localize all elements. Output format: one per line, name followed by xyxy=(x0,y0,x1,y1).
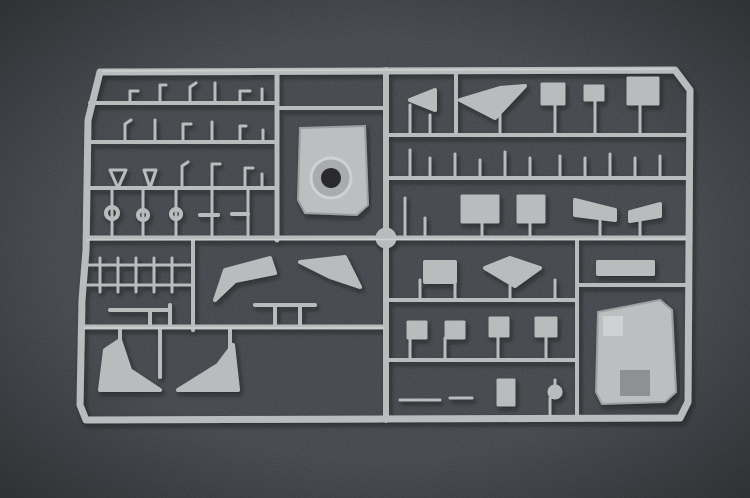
bracket-parts-center xyxy=(213,255,362,329)
bracket-parts-lower-left xyxy=(98,303,240,392)
plastic-highlights xyxy=(84,68,687,329)
housing-box-part xyxy=(594,298,678,406)
turret-ring-hole xyxy=(321,168,341,188)
small-parts-row1 xyxy=(108,81,265,190)
sprue-tree xyxy=(76,66,694,424)
linkage-parts-right xyxy=(408,84,662,288)
turret-plate-part xyxy=(296,124,370,217)
small-round-parts xyxy=(104,186,250,240)
sprue-frame-outer xyxy=(76,66,694,424)
box-parts-right xyxy=(406,76,660,407)
rack-parts xyxy=(98,256,174,294)
sprue-hub xyxy=(375,227,397,249)
gate-sprues-right xyxy=(398,98,662,420)
